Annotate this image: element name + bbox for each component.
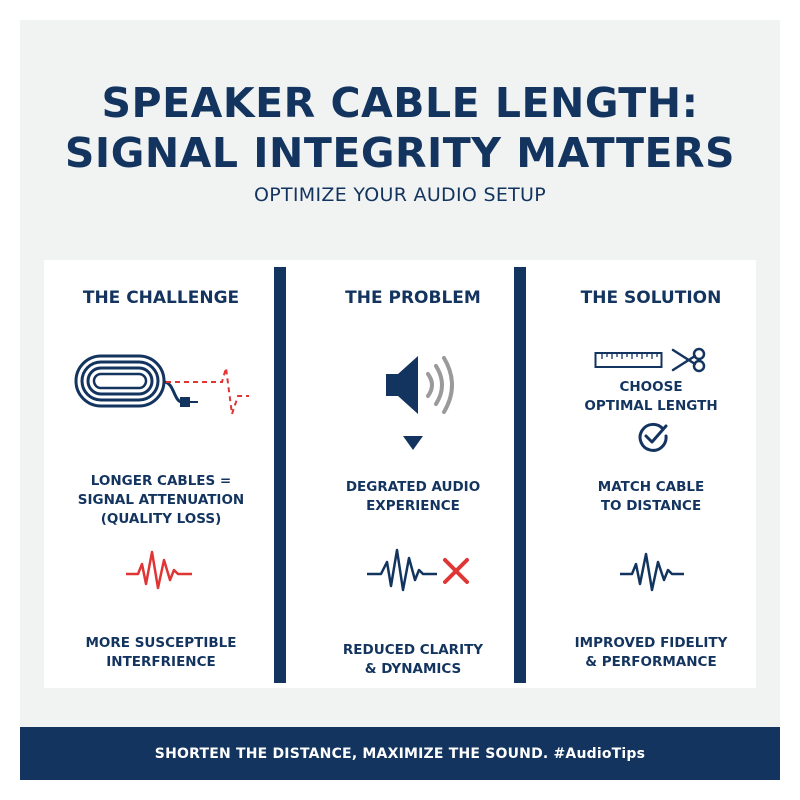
challenge-text-1: LONGER CABLES = SIGNAL ATTENUATION (QUAL…	[44, 472, 278, 529]
title-line-1: SPEAKER CABLE LENGTH:	[101, 79, 699, 127]
solution-text-1-line-1: CHOOSE	[619, 379, 683, 395]
page-title: SPEAKER CABLE LENGTH: SIGNAL INTEGRITY M…	[20, 78, 780, 178]
problem-text-2-line-1: REDUCED CLARITY	[342, 642, 484, 658]
solution-heading: THE SOLUTION	[580, 288, 722, 308]
waveform-icon	[620, 552, 684, 592]
challenge-text-2-line-2: INTERFRIENCE	[106, 654, 216, 670]
column-divider-2	[514, 267, 526, 683]
problem-text-1: DEGRATED AUDIO EXPERIENCE	[307, 478, 519, 516]
subtitle: OPTIMIZE YOUR AUDIO SETUP	[253, 184, 547, 206]
content-panel: THE CHALLENGE LONGER CABLES = SIGNAL ATT…	[44, 260, 756, 688]
challenge-text-2-line-1: MORE SUSCEPTIBLE	[85, 635, 237, 651]
coiled-cable-icon	[74, 354, 249, 415]
solution-text-3-line-2: & PERFORMANCE	[585, 654, 717, 670]
solution-text-2: MATCH CABLE TO DISTANCE	[546, 478, 756, 516]
solution-column: THE SOLUTION CHOOSE	[546, 260, 756, 688]
down-arrow-icon	[403, 436, 423, 450]
challenge-text-2: MORE SUSCEPTIBLE INTERFRIENCE	[44, 634, 278, 672]
challenge-heading: THE CHALLENGE	[82, 288, 240, 308]
title-line-2: SIGNAL INTEGRITY MATTERS	[64, 129, 736, 177]
problem-text-2: REDUCED CLARITY & DYNAMICS	[307, 641, 519, 679]
waveform-icon	[126, 550, 192, 590]
challenge-column: THE CHALLENGE LONGER CABLES = SIGNAL ATT…	[44, 260, 278, 688]
challenge-text-1-line-1: LONGER CABLES =	[90, 473, 232, 489]
problem-text-1-line-2: EXPERIENCE	[366, 498, 460, 514]
footer-banner: SHORTEN THE DISTANCE, MAXIMIZE THE SOUND…	[20, 727, 780, 780]
solution-text-1: CHOOSE OPTIMAL LENGTH	[546, 378, 756, 416]
scissors-icon	[671, 347, 706, 373]
infographic: SPEAKER CABLE LENGTH: SIGNAL INTEGRITY M…	[20, 20, 780, 780]
solution-text-3: IMPROVED FIDELITY & PERFORMANCE	[546, 634, 756, 672]
solution-text-2-line-1: MATCH CABLE	[597, 479, 705, 495]
solution-text-2-line-2: TO DISTANCE	[600, 498, 702, 514]
problem-text-2-line-2: & DYNAMICS	[364, 661, 462, 677]
problem-text-1-line-1: DEGRATED AUDIO	[345, 479, 481, 495]
problem-column: THE PROBLEM DEGRATED AUDIO EXPERIENCE	[307, 260, 519, 688]
column-divider-1	[274, 267, 286, 683]
ruler-icon	[594, 352, 663, 368]
challenge-text-1-line-3: (QUALITY LOSS)	[100, 511, 222, 527]
solution-text-1-line-2: OPTIMAL LENGTH	[584, 398, 718, 414]
check-circle-icon	[638, 422, 668, 452]
waveform-icon	[367, 548, 469, 592]
challenge-text-1-line-2: SIGNAL ATTENUATION	[77, 492, 245, 508]
problem-heading: THE PROBLEM	[345, 288, 481, 308]
solution-text-3-line-1: IMPROVED FIDELITY	[574, 635, 728, 651]
speaker-icon	[386, 356, 454, 414]
